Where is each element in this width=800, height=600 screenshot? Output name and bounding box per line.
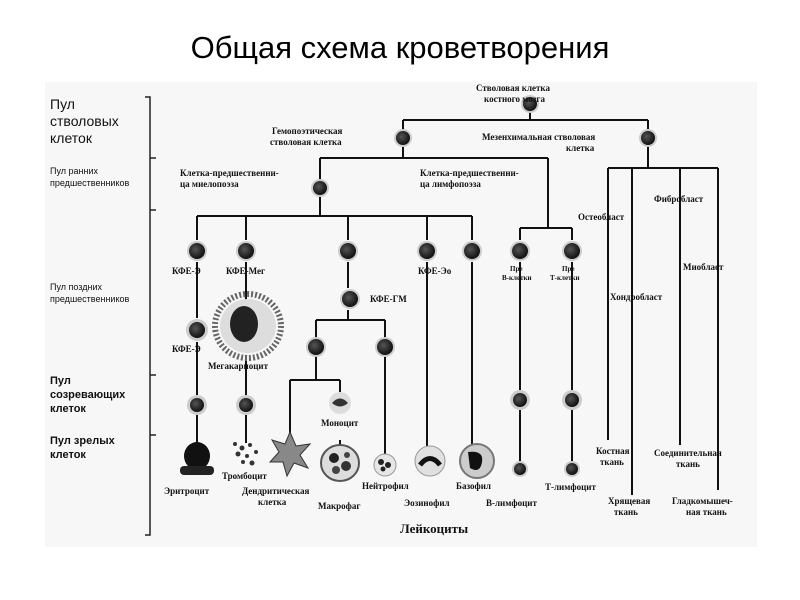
label-chondroblast: Хондробласт bbox=[610, 292, 663, 302]
t-maturing-cell bbox=[562, 390, 582, 410]
pool-early-line2: предшественников bbox=[50, 178, 129, 188]
pool-stem-line3: клеток bbox=[50, 130, 93, 146]
cell-labels: Стволовая клетка костного мозга Гемопоэт… bbox=[164, 83, 733, 536]
pool-maturing-line3: клеток bbox=[50, 403, 86, 415]
label-smooth-muscle-1: Гладкомышеч- bbox=[672, 496, 733, 506]
label-cartilage-2: ткань bbox=[614, 507, 638, 517]
label-myoblast: Миобласт bbox=[683, 262, 724, 272]
label-pre-t-1: Пре bbox=[562, 265, 574, 273]
label-megakaryocyte: Мегакариоцит bbox=[208, 361, 269, 371]
label-osteoblast: Остеобласт bbox=[578, 212, 625, 222]
b-maturing-cell bbox=[510, 390, 530, 410]
gm-branch-left-cell bbox=[306, 337, 326, 357]
label-eosinophil: Эозинофил bbox=[404, 498, 450, 508]
t-lymphocyte-cell bbox=[564, 461, 580, 477]
label-myelo-1: Клетка-предшественни- bbox=[180, 168, 279, 178]
erythroid-maturing-cell bbox=[187, 395, 207, 415]
label-pre-b-1: Пре bbox=[510, 265, 522, 273]
basophil-cell bbox=[459, 443, 495, 479]
dendritic-cell bbox=[268, 430, 312, 478]
label-connective-2: ткань bbox=[676, 459, 700, 469]
pool-early-line1: Пул ранних bbox=[50, 166, 99, 176]
pool-late-line2: предшественников bbox=[50, 294, 129, 304]
label-b-lymphocyte: В-лимфоцит bbox=[486, 498, 537, 508]
pool-stem-line1: Пул bbox=[50, 96, 75, 112]
erythrocyte-cell bbox=[180, 442, 214, 475]
meg-maturing-cell bbox=[236, 395, 256, 415]
label-dendritic-2: клетка bbox=[258, 497, 287, 507]
lineage-lines bbox=[196, 112, 719, 495]
label-neutrophil: Нейтрофил bbox=[362, 481, 409, 491]
label-fibroblast: Фибробласт bbox=[654, 194, 704, 204]
label-hsc-1: Гемопоэтическая bbox=[272, 126, 343, 136]
label-cartilage-1: Хрящевая bbox=[608, 496, 650, 506]
label-msc-1: Мезенхимальная стволовая bbox=[482, 132, 595, 142]
eosinophil-cell bbox=[414, 445, 446, 477]
msc-cell bbox=[639, 129, 657, 147]
pool-maturing-line1: Пул bbox=[50, 375, 71, 387]
label-erythrocyte: Эритроцит bbox=[164, 486, 210, 496]
kfe-e-cell bbox=[187, 241, 207, 261]
label-stem-cell-1: Стволовая клетка bbox=[476, 83, 550, 93]
label-pre-b-2: В-клетки bbox=[502, 274, 532, 282]
kfe-eo-cell bbox=[417, 241, 437, 261]
label-leukocytes: Лейкоциты bbox=[400, 521, 468, 536]
macrophage-cell bbox=[320, 444, 360, 482]
label-smooth-muscle-2: ная ткань bbox=[686, 507, 727, 517]
label-kfe-eo: КФЕ-Эо bbox=[418, 266, 452, 276]
label-dendritic-1: Дендритическая bbox=[242, 486, 310, 496]
hsc-cell bbox=[394, 129, 412, 147]
label-macrophage: Макрофаг bbox=[318, 501, 361, 511]
label-bone-1: Костная bbox=[596, 446, 630, 456]
stem-cell bbox=[521, 95, 539, 113]
label-lympho-2: ца лимфопоэза bbox=[420, 179, 481, 189]
myelo-progenitor-cell bbox=[311, 179, 329, 197]
kfe-baso-cell bbox=[462, 241, 482, 261]
label-stem-cell-2: костного мозга bbox=[484, 94, 545, 104]
neutrophil-cell bbox=[373, 453, 397, 477]
label-myelo-2: ца миелопоэза bbox=[180, 179, 239, 189]
kfe-meg-cell bbox=[236, 241, 256, 261]
kfe-gm-cell bbox=[340, 289, 360, 309]
cells bbox=[180, 95, 657, 482]
monocyte-cell bbox=[329, 392, 351, 414]
pool-mature-line1: Пул зрелых bbox=[50, 435, 116, 447]
b-lymphocyte-cell bbox=[512, 461, 528, 477]
pool-late-line1: Пул поздних bbox=[50, 282, 102, 292]
pool-mature-line2: клеток bbox=[50, 449, 86, 461]
label-monocyte: Моноцит bbox=[321, 418, 359, 428]
pool-maturing-line2: созревающих bbox=[50, 389, 126, 401]
pool-bracket bbox=[145, 96, 156, 536]
label-lympho-1: Клетка-предшественни- bbox=[420, 168, 519, 178]
gm-branch-right-cell bbox=[375, 337, 395, 357]
slide-title: Общая схема кроветворения bbox=[190, 30, 610, 65]
pre-b-cell bbox=[510, 241, 530, 261]
megakaryocyte-cell bbox=[212, 291, 284, 361]
kfe-e2-cell bbox=[186, 319, 208, 341]
label-t-lymphocyte: Т-лимфоцит bbox=[545, 482, 596, 492]
pool-stem-line2: стволовых bbox=[50, 113, 119, 129]
figure-background bbox=[45, 82, 757, 547]
pre-t-cell bbox=[562, 241, 582, 261]
thrombocyte-cell bbox=[233, 442, 258, 466]
label-kfe-e2: КФЕ-Э bbox=[172, 344, 201, 354]
label-kfe-meg: КФЕ-Мег bbox=[226, 266, 265, 276]
label-bone-2: ткань bbox=[600, 457, 624, 467]
pool-labels: Пул стволовых клеток Пул ранних предшест… bbox=[50, 96, 129, 461]
label-thrombocyte: Тромбоцит bbox=[222, 471, 267, 481]
label-connective-1: Соединительная bbox=[654, 448, 722, 458]
kfe-gm-precursor-cell bbox=[338, 241, 358, 261]
label-basophil: Базофил bbox=[456, 481, 491, 491]
label-hsc-2: стволовая клетка bbox=[270, 137, 342, 147]
label-pre-t-2: Т-клетки bbox=[550, 274, 580, 282]
label-msc-2: клетка bbox=[566, 143, 595, 153]
label-kfe-e: КФЕ-Э bbox=[172, 266, 201, 276]
label-kfe-gm: КФЕ-ГМ bbox=[370, 294, 407, 304]
